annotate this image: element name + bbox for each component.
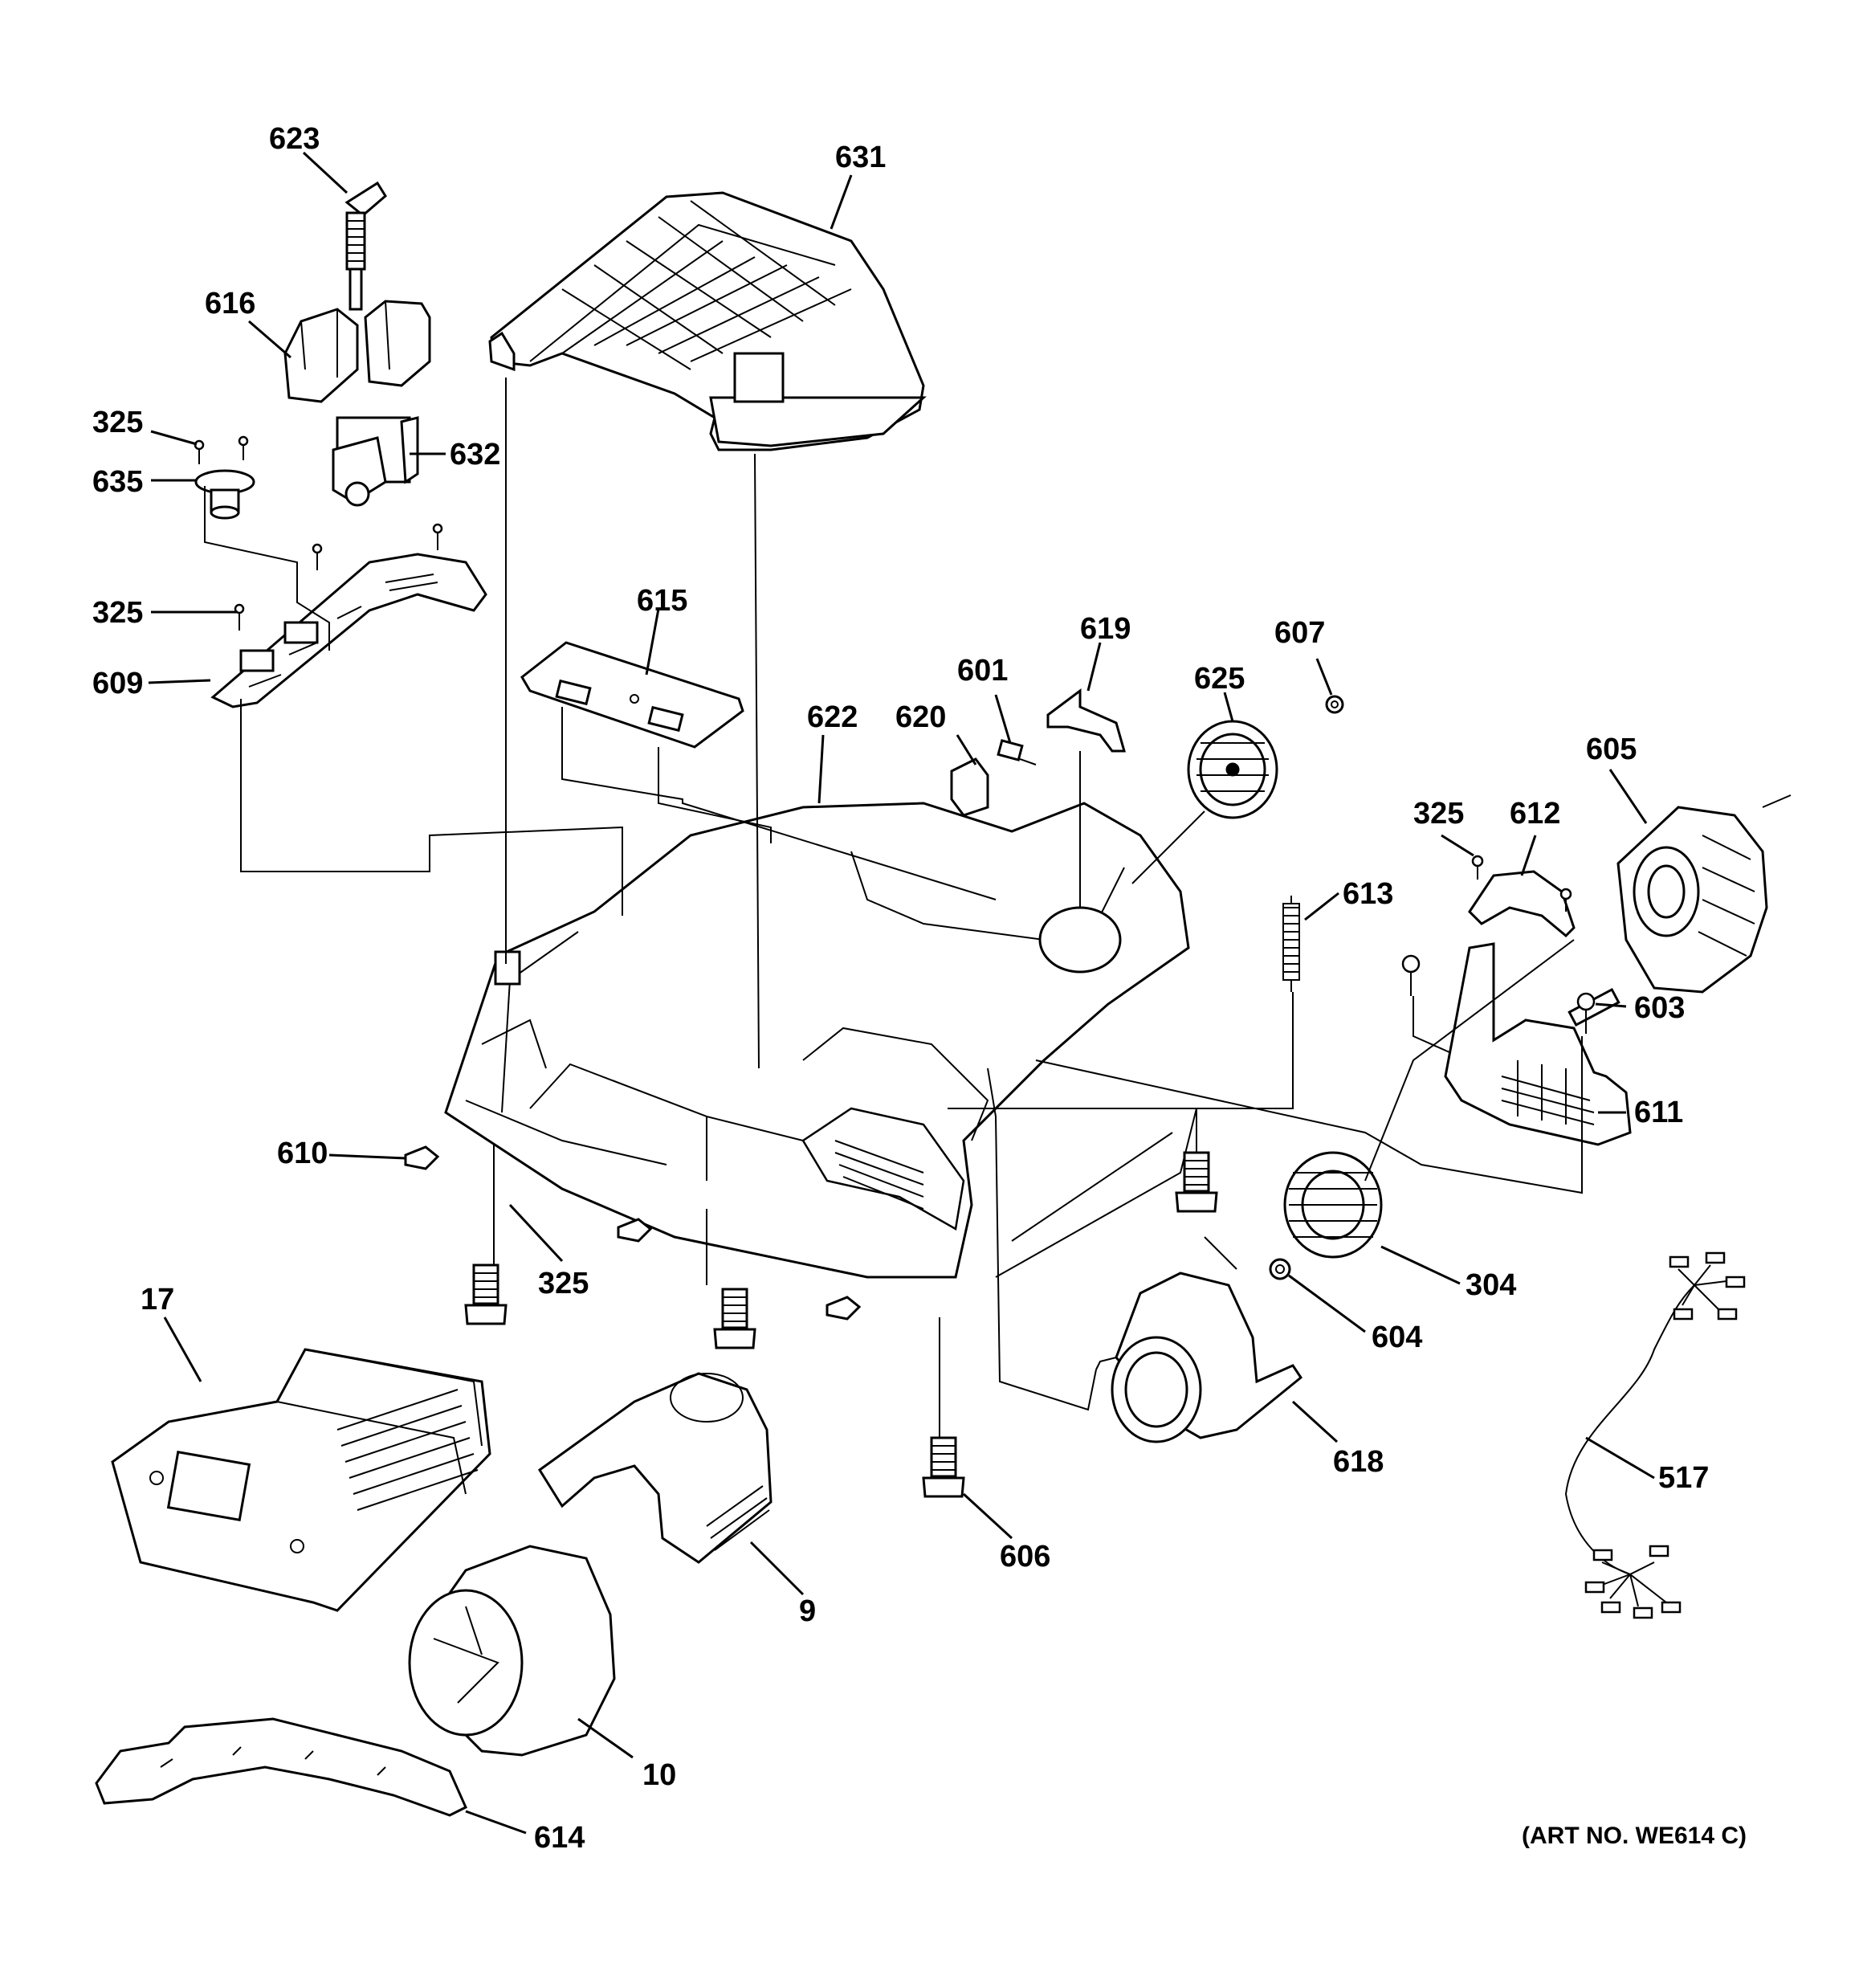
leader-lines [148,151,1655,1835]
callout-325-c: 325 [1413,797,1464,831]
part-619-seal [1046,688,1126,753]
part-618-blower-housing [1095,1272,1303,1443]
part-607-nut [1325,695,1344,714]
callout-623: 623 [269,122,320,156]
part-10-duct [408,1545,616,1757]
callout-611: 611 [1634,1096,1683,1129]
callout-604: 604 [1372,1321,1422,1354]
part-304-blower-wheel [1283,1151,1383,1259]
callout-607: 607 [1274,616,1325,650]
callout-603: 603 [1634,991,1685,1025]
callout-605: 605 [1586,733,1637,766]
callout-615: 615 [637,584,687,618]
part-632-valve [332,416,419,507]
callout-609: 609 [92,667,143,700]
part-604-nut [1269,1258,1291,1280]
callout-613: 613 [1343,877,1393,911]
part-612-clamp [1468,870,1576,938]
part-616-cover [283,300,431,403]
part-623-hose [344,181,387,311]
part-635-thermostat [194,469,255,520]
callout-635: 635 [92,465,143,499]
part-17-heater [111,1348,491,1612]
part-622-base [444,802,1197,1279]
callout-620: 620 [895,700,946,734]
part-517-wire-harness [1564,1251,1746,1619]
part-609-bracket [210,553,487,708]
callout-625: 625 [1194,662,1245,696]
callout-601: 601 [957,654,1008,688]
callout-304: 304 [1466,1268,1516,1302]
callout-610: 610 [277,1137,328,1170]
callout-614: 614 [534,1821,585,1855]
callout-517: 517 [1658,1461,1709,1495]
part-611-motor-mount [1444,942,1632,1146]
callout-606: 606 [1000,1540,1050,1574]
part-631-duct-cover [488,191,927,451]
assembly-guide-lines [204,378,1583,1438]
part-606-legs [464,1151,1218,1498]
callout-17: 17 [141,1283,174,1316]
callout-9: 9 [799,1594,816,1628]
part-615-plate [520,641,744,749]
callout-616: 616 [205,287,255,320]
part-620-bracket [950,757,989,817]
part-603-screws [1401,855,1596,1034]
callout-10: 10 [642,1758,676,1792]
screw-group-top [194,435,443,631]
callout-612: 612 [1510,797,1560,831]
callout-325-d: 325 [538,1267,589,1300]
part-614-rail [95,1717,467,1817]
part-601-switch [997,739,1037,765]
part-625-blower-wheel [1187,720,1278,819]
callout-622: 622 [807,700,858,734]
part-610-clips [404,1145,862,1321]
part-613-spring [1282,896,1300,992]
art-number: (ART NO. WE614 C) [1522,1823,1747,1849]
callout-325-b: 325 [92,596,143,630]
callout-325-a: 325 [92,406,143,439]
part-9-duct [537,1372,773,1564]
callout-631: 631 [835,141,886,174]
callout-619: 619 [1080,612,1131,646]
callout-632: 632 [450,438,500,471]
part-605-motor [1567,794,1792,1027]
callout-618: 618 [1333,1445,1384,1479]
